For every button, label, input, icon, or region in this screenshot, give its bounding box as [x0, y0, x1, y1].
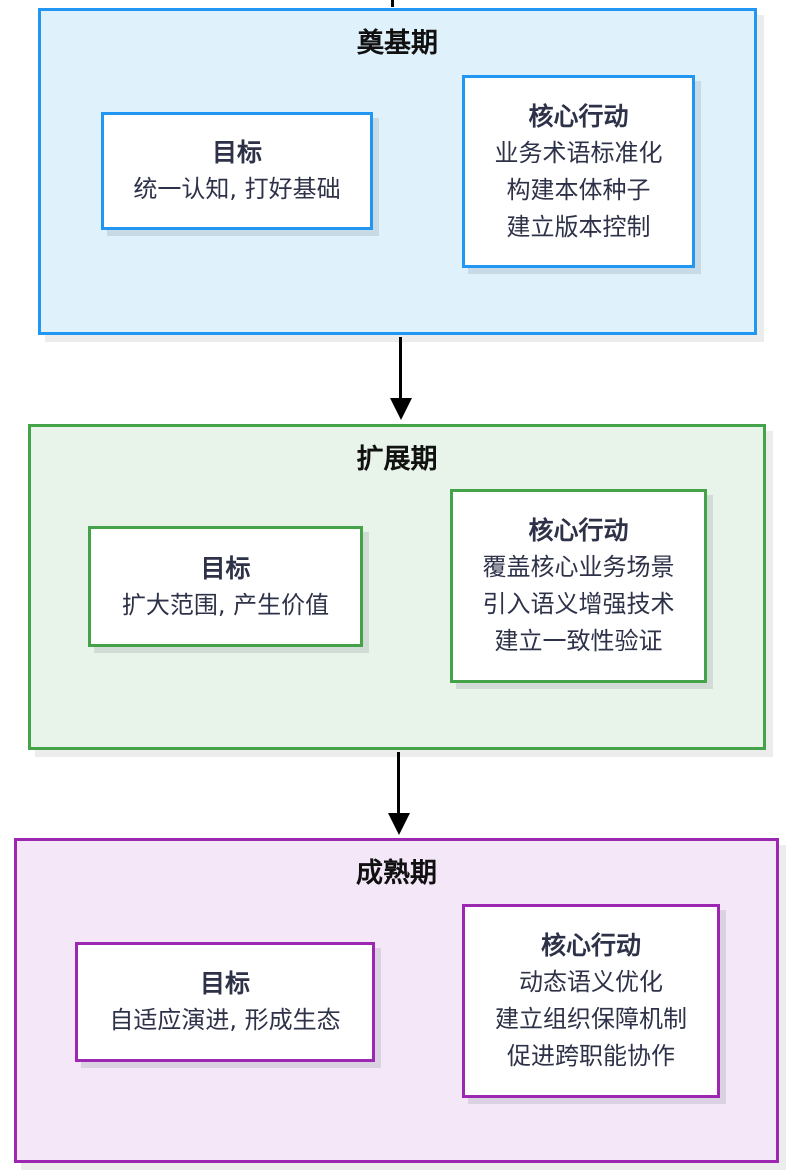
action-line: 动态语义优化 — [519, 968, 663, 996]
goal-box: 目标 自适应演进, 形成生态 — [75, 942, 375, 1062]
goal-title: 目标 — [199, 969, 250, 998]
goal-text: 统一认知, 打好基础 — [133, 175, 341, 203]
incoming-arrow-stub — [391, 0, 394, 7]
action-line: 建立组织保障机制 — [495, 1005, 687, 1033]
phase-title: 扩展期 — [356, 444, 438, 475]
actions-box: 核心行动 覆盖核心业务场景 引入语义增强技术 建立一致性验证 — [450, 489, 707, 683]
arrow-down-icon — [388, 813, 410, 835]
phase-box-foundation: 奠基期 目标 统一认知, 打好基础 核心行动 业务术语标准化 构建本体种子 建立… — [38, 8, 757, 335]
action-line: 建立版本控制 — [506, 212, 651, 241]
phase-title: 成熟期 — [356, 858, 437, 889]
phase-box-maturity: 成熟期 目标 自适应演进, 形成生态 核心行动 动态语义优化 建立组织保障机制 … — [14, 838, 779, 1163]
actions-title: 核心行动 — [528, 516, 629, 545]
action-line: 引入语义增强技术 — [482, 590, 675, 618]
action-line: 构建本体种子 — [506, 175, 651, 204]
action-line: 建立一致性验证 — [494, 627, 663, 655]
phase-title: 奠基期 — [357, 28, 438, 59]
actions-title: 核心行动 — [528, 101, 629, 131]
phase-box-expansion: 扩展期 目标 扩大范围, 产生价值 核心行动 覆盖核心业务场景 引入语义增强技术… — [28, 424, 766, 750]
goal-title: 目标 — [211, 138, 262, 167]
action-line: 覆盖核心业务场景 — [482, 553, 675, 581]
arrow-down-icon — [390, 398, 412, 420]
actions-box: 核心行动 业务术语标准化 构建本体种子 建立版本控制 — [462, 75, 695, 268]
action-line: 促进跨职能协作 — [507, 1042, 675, 1070]
action-line: 业务术语标准化 — [494, 138, 663, 167]
actions-title: 核心行动 — [540, 931, 641, 960]
goal-title: 目标 — [200, 553, 251, 583]
goal-text: 自适应演进, 形成生态 — [109, 1006, 341, 1034]
goal-box: 目标 扩大范围, 产生价值 — [88, 526, 363, 647]
connector-line — [397, 752, 400, 814]
actions-box: 核心行动 动态语义优化 建立组织保障机制 促进跨职能协作 — [462, 904, 720, 1098]
connector-line — [399, 337, 402, 399]
goal-text: 扩大范围, 产生价值 — [121, 590, 330, 619]
goal-box: 目标 统一认知, 打好基础 — [101, 112, 373, 230]
